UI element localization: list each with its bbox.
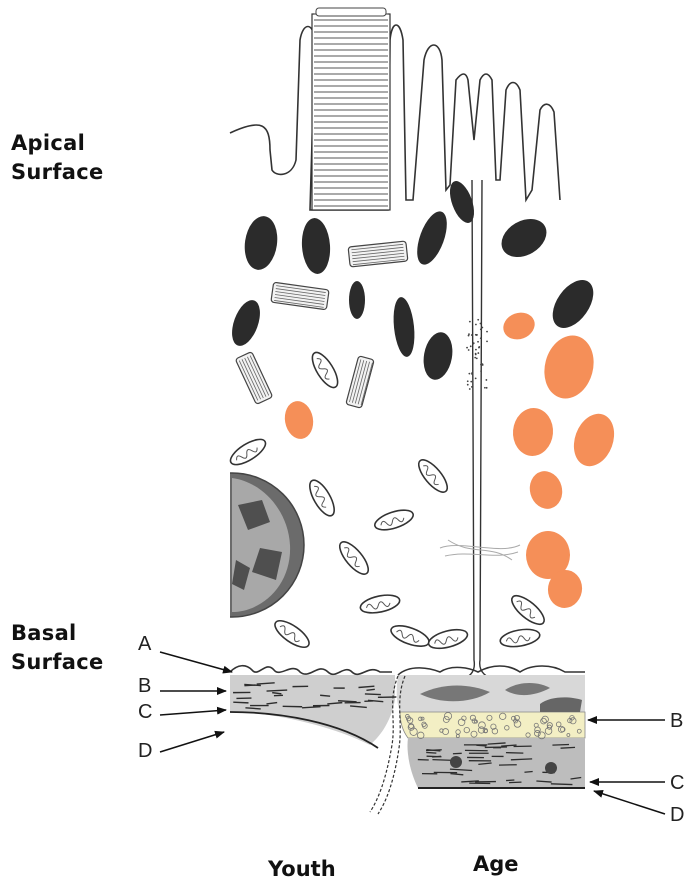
label-arrow [160, 710, 226, 715]
phagosome [346, 356, 374, 408]
phagosome [271, 282, 329, 310]
melanosome-group [227, 178, 602, 382]
aged-bruchs-membrane [397, 666, 585, 788]
melanosome [300, 217, 332, 275]
melanosome [227, 296, 266, 349]
apical-microvilli [230, 25, 560, 210]
central-process [455, 180, 500, 682]
nucleus [160, 473, 304, 617]
layer-label-left: C [138, 701, 152, 723]
lipofuscin-granule [511, 406, 555, 457]
mitochondrion [305, 477, 339, 520]
mitochondrion [373, 506, 416, 534]
mitochondrion [388, 622, 431, 651]
youth-bruchs-membrane [230, 666, 396, 748]
melanosome [544, 273, 601, 336]
melanosome [411, 208, 453, 269]
photoreceptor-outer-segment [312, 8, 390, 210]
melanosome [495, 211, 554, 264]
mitochondrion [508, 591, 549, 629]
mitochondrion [427, 626, 470, 652]
process-stipple [466, 319, 488, 390]
mitochondrion [227, 435, 269, 470]
mitochondrion [359, 592, 401, 616]
age-caption: Age [473, 852, 519, 876]
mitochondrion [308, 349, 343, 391]
layer-label-left: B [138, 675, 151, 697]
lipofuscin-granule [567, 408, 621, 472]
lipofuscin-granule [282, 399, 316, 441]
lipofuscin-granule [500, 308, 539, 343]
melanosome [241, 214, 280, 272]
mitochondrion [335, 538, 373, 579]
lipofuscin-granule [538, 330, 601, 404]
melanosome [349, 281, 365, 319]
melanosome [391, 296, 417, 358]
phagosome [348, 241, 408, 267]
layer-label-left: D [138, 740, 152, 762]
label-arrow [160, 652, 232, 672]
mitochondrion [499, 627, 541, 650]
right-label-group: B CD [588, 710, 684, 826]
mitochondrion [271, 616, 313, 652]
layer-label-right: C [670, 772, 684, 794]
lipofuscin-granule [526, 468, 567, 513]
youth-caption: Youth [267, 857, 336, 881]
label-arrow [594, 791, 665, 814]
label-arrow [160, 732, 224, 752]
layer-label-left: A [138, 633, 152, 655]
layer-label-right: D [670, 804, 684, 826]
melanosome [420, 330, 456, 382]
mitochondrion [414, 456, 452, 497]
layer-label-right: B [670, 710, 683, 732]
phagosome [235, 352, 272, 405]
